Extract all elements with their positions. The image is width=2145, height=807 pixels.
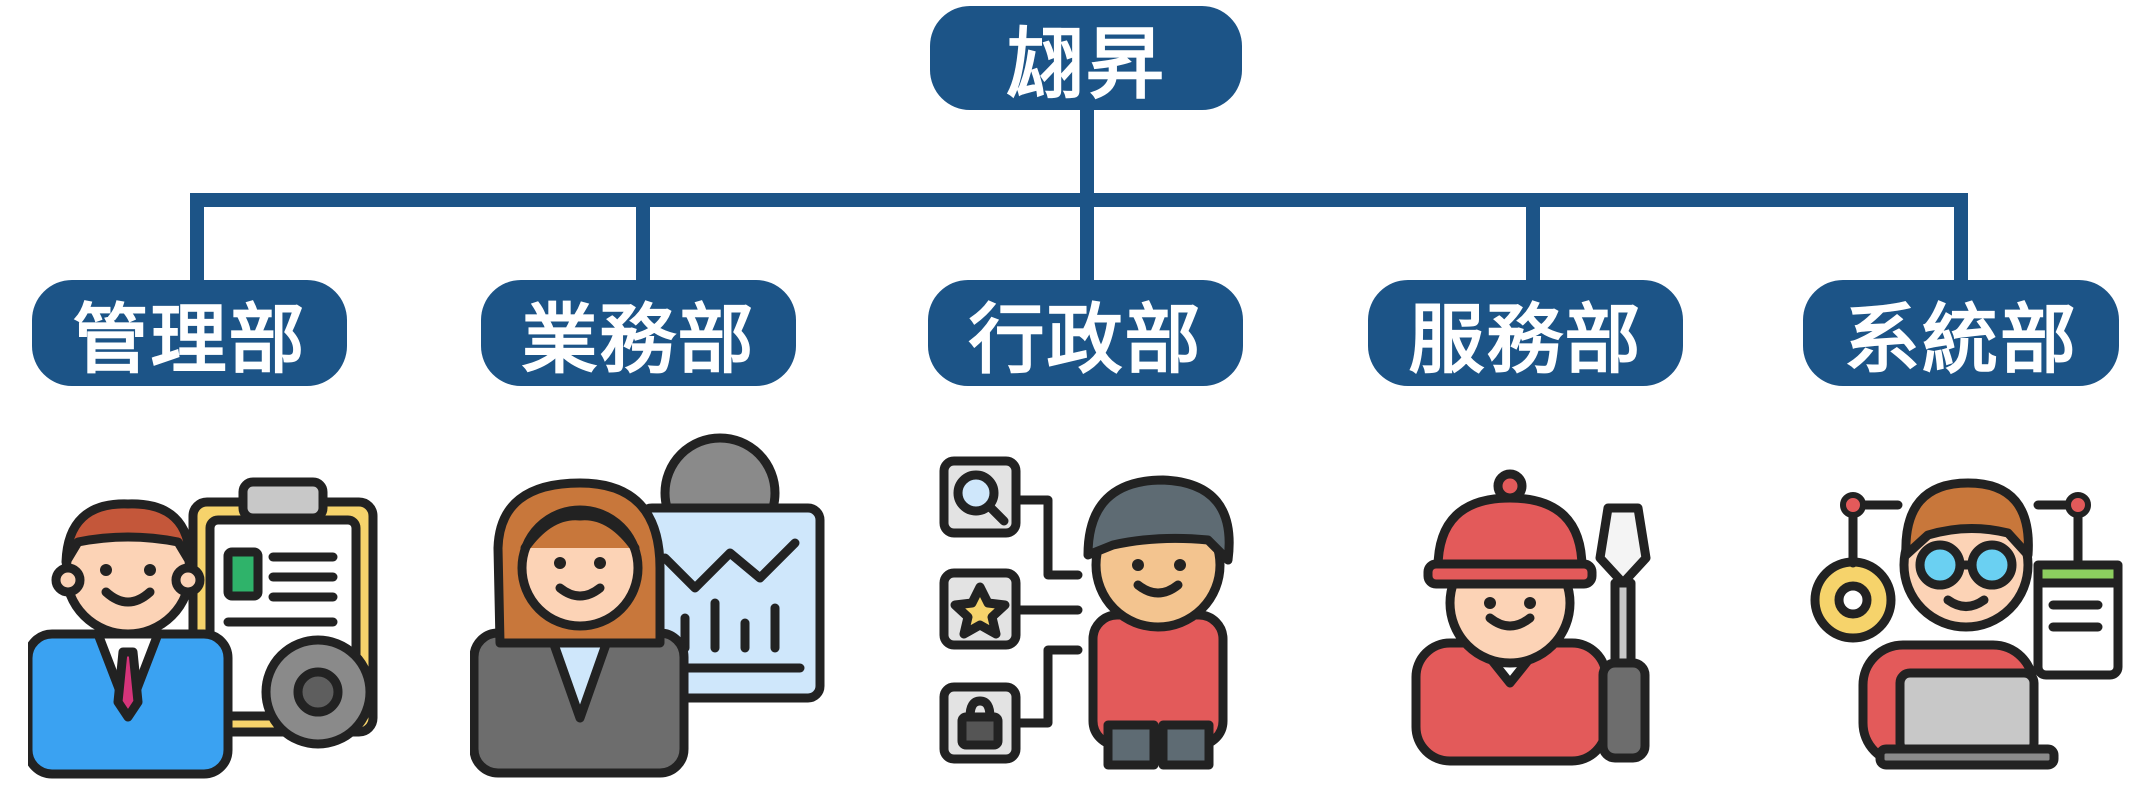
dept-node-management: 管理部 (32, 280, 347, 386)
technician-helmet-screwdriver-icon (1411, 469, 1651, 766)
engineer-laptop-gear-icon (1810, 478, 2123, 770)
dept-node-systems: 系統部 (1803, 280, 2119, 386)
root-label: 翃昇 (1005, 20, 1166, 110)
manager-clipboard-gear-icon (28, 477, 378, 779)
dept-node-service: 服務部 (1368, 280, 1683, 386)
dept-label: 管理部 (72, 295, 307, 384)
dept-label: 系統部 (1844, 295, 2078, 384)
dept-node-sales: 業務部 (481, 280, 796, 386)
dept-label: 服務部 (1408, 295, 1643, 384)
dept-label: 業務部 (521, 295, 756, 384)
dept-label: 行政部 (968, 295, 1203, 384)
businesswoman-chart-icon (470, 433, 825, 778)
root-node: 翃昇 (930, 6, 1242, 110)
admin-search-star-lock-icon (939, 456, 1234, 770)
dept-node-admin: 行政部 (928, 280, 1243, 386)
